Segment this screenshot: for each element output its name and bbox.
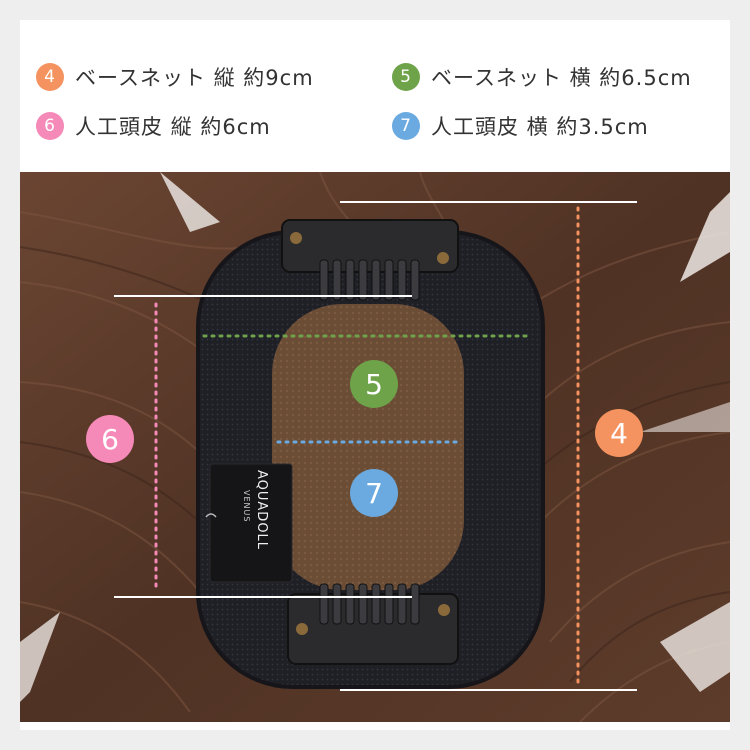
marker-7: 7: [350, 469, 398, 517]
legend-item-5: 5 ベースネット 横 約6.5cm: [392, 62, 692, 92]
top-clip: [281, 219, 459, 301]
hairpiece-photo: AQUADOLL VENUS 4 5 6 7: [20, 172, 730, 722]
badge-5: 5: [392, 63, 420, 91]
legend-text-5: ベースネット 横 約6.5cm: [431, 66, 692, 90]
legend-item-7: 7 人工頭皮 横 約3.5cm: [392, 111, 649, 141]
legend-text-4: ベースネット 縦 約9cm: [75, 66, 314, 90]
legend-text-6: 人工頭皮 縦 約6cm: [75, 115, 271, 139]
tag-sub-text: VENUS: [242, 490, 251, 522]
legend-item-6: 6 人工頭皮 縦 約6cm: [36, 111, 271, 141]
badge-6: 6: [36, 112, 64, 140]
marker-6: 6: [86, 415, 134, 463]
tag-brand-text: AQUADOLL: [254, 470, 269, 550]
marker-5: 5: [350, 360, 398, 408]
brand-tag: AQUADOLL VENUS: [205, 463, 293, 583]
bottom-clip: [287, 583, 459, 665]
legend-text-7: 人工頭皮 横 約3.5cm: [431, 115, 649, 139]
artificial-scalp: [272, 304, 464, 590]
legend-item-4: 4 ベースネット 縦 約9cm: [36, 62, 314, 92]
measurement-legend: 4 ベースネット 縦 約9cm 5 ベースネット 横 約6.5cm 6 人工頭皮…: [20, 20, 730, 172]
marker-4: 4: [595, 409, 643, 457]
badge-4: 4: [36, 63, 64, 91]
badge-7: 7: [392, 112, 420, 140]
